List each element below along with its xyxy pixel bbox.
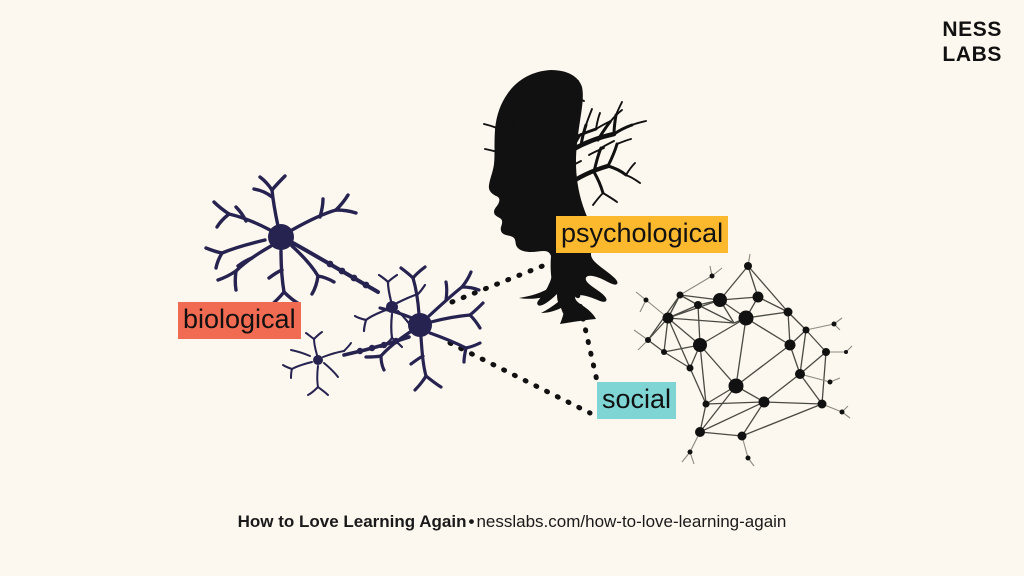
neuron-network-illustration [204, 174, 485, 396]
label-biological: biological [178, 302, 301, 339]
social-network-graph-illustration [633, 253, 853, 467]
label-social: social [597, 382, 677, 419]
brand-logo-line-2: LABS [942, 42, 1002, 66]
label-psychological: psychological [556, 216, 729, 253]
neuron-right [342, 265, 485, 392]
connector-psychological-to-social [572, 280, 600, 384]
footer-credit: How to Love Learning Again•nesslabs.com/… [0, 512, 1024, 532]
footer-url: nesslabs.com/how-to-love-learning-again [476, 512, 787, 531]
footer-separator: • [468, 512, 475, 531]
neuron-primary [204, 174, 380, 308]
connector-group [447, 262, 600, 416]
brand-logo: NESS LABS [942, 18, 1002, 68]
brand-logo-line-1: NESS [942, 18, 1002, 41]
footer-article-title: How to Love Learning Again [237, 512, 467, 531]
connector-neurons-to-social [447, 340, 593, 416]
tree-head-silhouette-illustration [483, 70, 647, 324]
neuron-small-lower-left [282, 331, 352, 396]
connector-neurons-to-psychological [449, 262, 548, 305]
